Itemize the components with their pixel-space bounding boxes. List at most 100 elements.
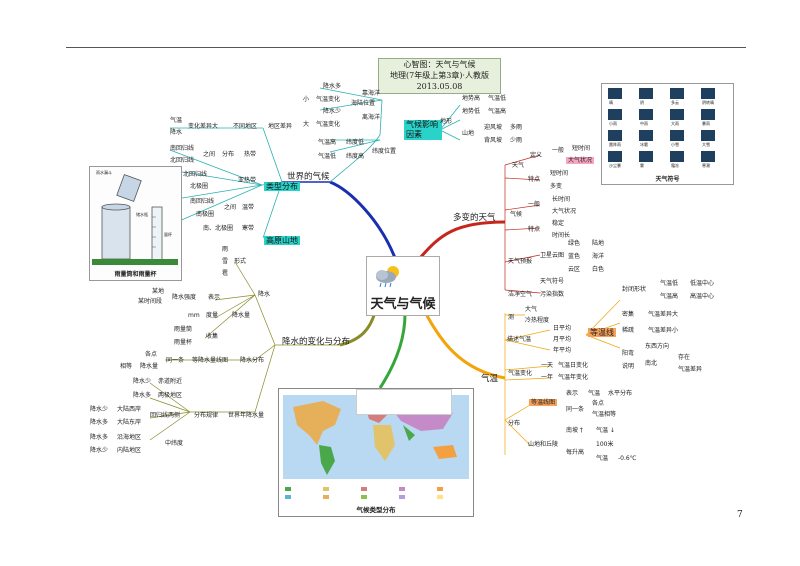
climate-influence-node: 高原山地 xyxy=(264,236,300,245)
equal-amount: 相等 xyxy=(120,363,133,370)
symbol-icon xyxy=(608,109,622,120)
low-center: 气温低 xyxy=(660,280,679,287)
title-line1: 心智图：天气与气候 xyxy=(403,60,476,69)
weather-symbols-card: 晴 阴 多云 阴转晴 小雨 中雨 大雨 暴雨 雷阵雨 冰雹 小雪 大雪 沙尘暴 … xyxy=(601,83,734,185)
yearly-avg: 年平均 xyxy=(553,347,572,354)
symbol-icon xyxy=(670,109,684,120)
ocean-label: 海洋 xyxy=(592,253,605,260)
definition-node: 定义 xyxy=(530,152,543,159)
latitude-high: 纬度高 xyxy=(346,153,365,160)
measure-node: 测 xyxy=(508,314,515,321)
temp-drop: 气温 xyxy=(596,455,609,462)
temp-equal: 气温相等 xyxy=(592,411,617,418)
describe-temp: 描述气温 xyxy=(507,336,532,343)
general-node-2: 一般 xyxy=(528,201,541,208)
isotherm-node: 等温线 xyxy=(588,328,616,337)
symbol-icon xyxy=(608,130,622,141)
south-slope: 南坡 † xyxy=(566,427,583,434)
more-rain-coast: 降水多 xyxy=(90,434,109,441)
short-time-2: 短时间 xyxy=(550,170,569,177)
pollution-index: 污染指数 xyxy=(540,291,565,298)
map-legend-swatches xyxy=(285,487,443,499)
altitude-low: 地势低 xyxy=(462,108,481,115)
temp-word: 气温 xyxy=(588,390,601,397)
mountain-hill: 山地和丘陵 xyxy=(528,441,559,448)
precip-amount-2: 降水量 xyxy=(140,363,159,370)
region-diff: 地区差异 xyxy=(268,123,293,130)
top-rule xyxy=(66,47,746,48)
daily-change: 气温日变化 xyxy=(558,362,589,369)
mountain-node: 山地 xyxy=(462,130,475,137)
symbol-icon xyxy=(639,151,653,162)
windward-slope: 迎风坡 xyxy=(484,124,503,131)
precip-var: 降水 xyxy=(170,129,183,136)
between-2: 之间 xyxy=(224,204,237,211)
some-place: 某地 xyxy=(152,288,165,295)
tropic-zone: 热带 xyxy=(244,151,257,158)
small-label: 小 xyxy=(303,96,310,103)
satellite-node: 卫星云图 xyxy=(540,252,565,259)
latitude-low: 纬度低 xyxy=(346,139,365,146)
every-rise: 每升高 xyxy=(566,449,585,456)
exists: 存在 xyxy=(678,354,691,361)
type-distribution-node: 类型分布 xyxy=(264,182,300,191)
dense: 密集 xyxy=(622,311,635,318)
different-regions: 不同地区 xyxy=(233,123,258,130)
distribution-1: 分布 xyxy=(222,151,235,158)
cold-zone: 寒带 xyxy=(242,225,255,232)
symbol-icon xyxy=(670,130,684,141)
rain-cup: 雨量杯 xyxy=(174,339,193,346)
low-pressure: 低温中心 xyxy=(690,280,715,287)
central-topic-label: 天气与气候 xyxy=(370,297,436,312)
east-west: 东西方向 xyxy=(645,343,670,350)
title-line3: 2013.05.08 xyxy=(416,82,463,91)
features-node: 特点 xyxy=(528,176,541,183)
distribution-node: 分布 xyxy=(508,420,521,427)
features-node-2: 特点 xyxy=(528,226,541,233)
changeable: 多变 xyxy=(550,183,563,190)
long-time-2: 时间长 xyxy=(552,232,571,239)
express: 表示 xyxy=(566,390,579,397)
gauge-label-funnel: 雨水漏斗 xyxy=(96,170,112,175)
weather-cloud-icon xyxy=(376,266,399,288)
horizontal-dist: 水平分布 xyxy=(608,390,633,397)
symbol-label: 沙尘暴 xyxy=(609,163,621,168)
same-line: 同一条 xyxy=(566,406,585,413)
page-number: 7 xyxy=(737,510,743,520)
gauge-label-cup: 量杯 xyxy=(164,232,172,237)
symbol-icon xyxy=(608,88,622,99)
gauge-label-bottle: 储水瓶 xyxy=(136,212,148,217)
temp-high-alt: 气温高 xyxy=(488,108,507,115)
closed-shape: 封闭形状 xyxy=(622,286,647,293)
more-rain-2: 降水多 xyxy=(133,392,152,399)
long-time: 长时间 xyxy=(552,196,571,203)
symbol-label: 晴 xyxy=(609,100,613,105)
continent-west: 大陆西岸 xyxy=(117,406,142,413)
symbol-icon xyxy=(608,151,622,162)
weather-state: 大气状况 xyxy=(566,157,595,164)
climate-factors-node: 气候影响因素 xyxy=(404,120,442,140)
n-polar: 北极圈 xyxy=(190,183,209,190)
climate-map-caption: 气候类型分布 xyxy=(356,506,396,514)
more-rain-4: 降水多 xyxy=(90,419,109,426)
less-rain-leeward: 少雨 xyxy=(510,137,523,144)
symbol-icon xyxy=(701,130,715,141)
symbol-icon xyxy=(701,109,715,120)
each-point-p: 各点 xyxy=(145,351,158,358)
altitude-high: 地势高 xyxy=(462,95,481,102)
stable: 稳定 xyxy=(552,220,565,227)
symbol-label: 雾 xyxy=(640,163,644,168)
less-rain-1: 降水少 xyxy=(133,378,152,385)
climate-node: 气候 xyxy=(510,211,523,218)
temp-up: 气温 ↓ xyxy=(596,427,615,434)
temperature-branch-label: 气温 xyxy=(481,374,499,384)
subtropic-zone: 亚热带 xyxy=(238,177,257,184)
symbol-label: 大雪 xyxy=(702,142,710,147)
weather-node: 天气 xyxy=(512,162,525,169)
less-rain-inland: 降水少 xyxy=(90,447,109,454)
continent-east: 大陆东岸 xyxy=(117,419,142,426)
temp-diff-exists: 气温差异 xyxy=(678,366,703,373)
drop-value: -0.6℃ xyxy=(618,455,637,462)
dist-rule: 分布规律 xyxy=(194,412,219,419)
